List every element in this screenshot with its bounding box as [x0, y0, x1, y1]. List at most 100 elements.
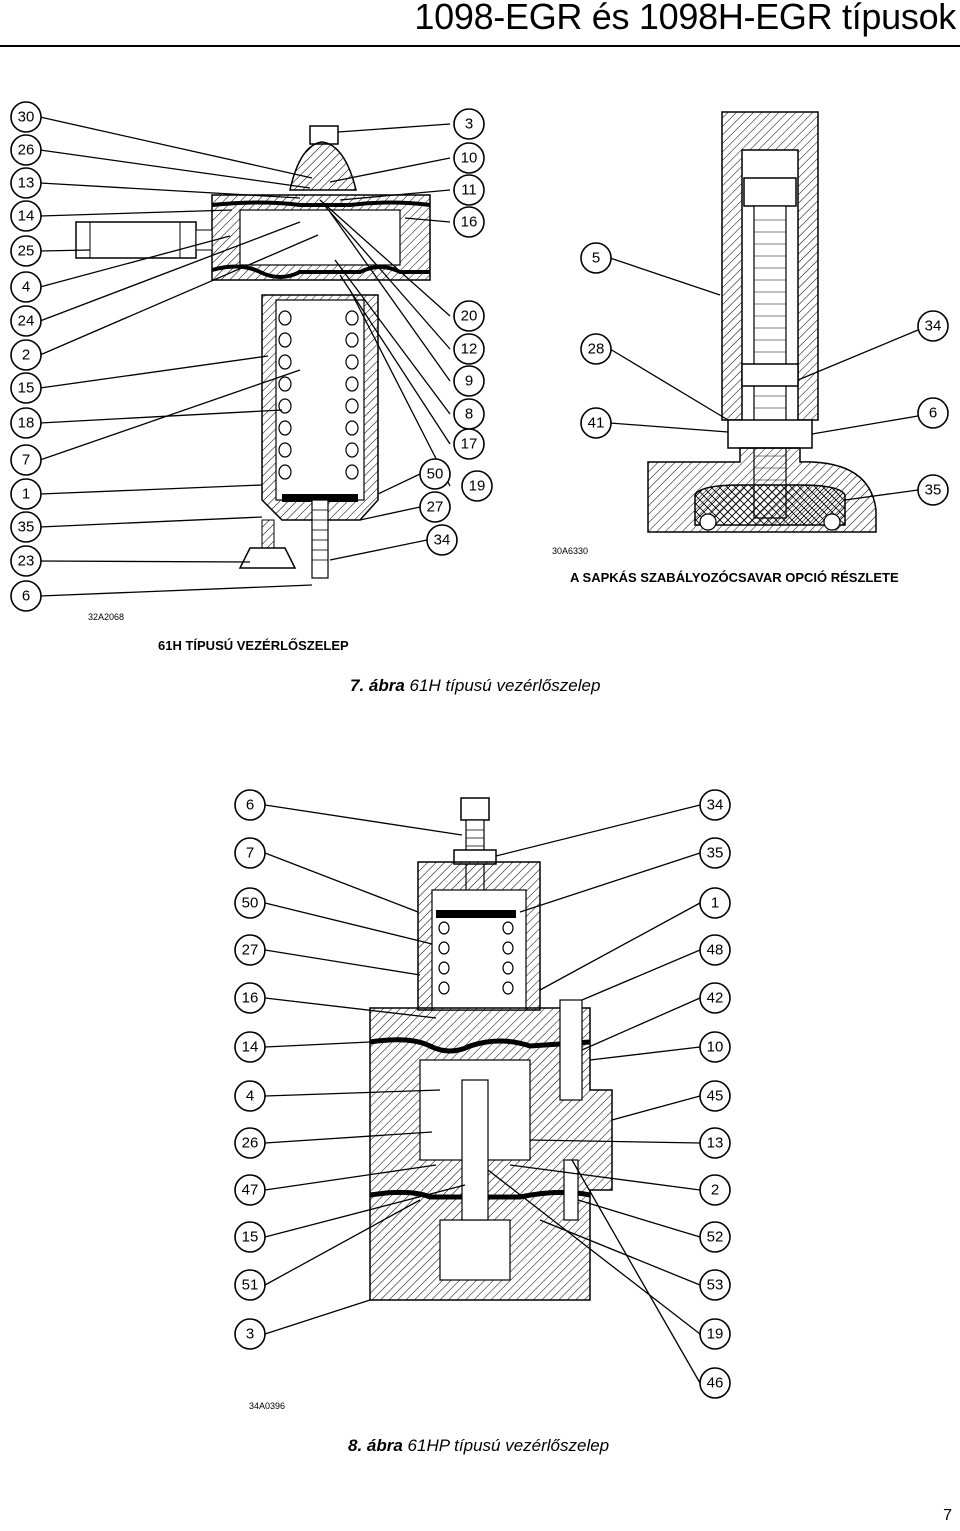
- callout-f8-r-11: 19: [699, 1318, 731, 1350]
- fig7-callouts-right: 3 10 11 16 20 12 9 8 17 19: [453, 108, 493, 502]
- callout-f8-r-3: 48: [699, 934, 731, 966]
- callout-f7-l-10: 7: [10, 444, 42, 476]
- fig7-leaders-left: [39, 116, 319, 597]
- fig8-callouts-left: 6 7 50 27 16 14 4 26 47 15 51 3: [234, 789, 266, 1350]
- callout-f8-l-11: 3: [234, 1318, 266, 1350]
- svg-text:6: 6: [929, 405, 937, 422]
- fig7-callouts-inner: 50 27 34: [419, 458, 458, 556]
- callout-f8-r-7: 13: [699, 1127, 731, 1159]
- callout-f7-l-13: 23: [10, 545, 42, 577]
- callout-f8-r-5: 10: [699, 1031, 731, 1063]
- svg-text:15: 15: [242, 1229, 259, 1246]
- svg-text:42: 42: [707, 990, 724, 1007]
- fig7-leaders-right: [319, 123, 451, 561]
- fig7-caption: 7. ábra 61H típusú vezérlőszelep: [350, 676, 600, 696]
- callout-f7-l-6: 24: [10, 305, 42, 337]
- svg-text:35: 35: [925, 482, 942, 499]
- fig7-detail-drawing: [647, 111, 877, 533]
- callout-f7-d-r-2: 35: [917, 474, 949, 506]
- svg-text:6: 6: [246, 797, 254, 814]
- svg-text:45: 45: [707, 1088, 724, 1105]
- callout-f8-l-3: 27: [234, 934, 266, 966]
- fig7-callouts-detail: 5 28 41 34 6 35: [580, 242, 949, 506]
- callout-f7-l-5: 4: [10, 271, 42, 303]
- callout-f7-d-l-2: 41: [580, 407, 612, 439]
- svg-text:13: 13: [18, 175, 35, 192]
- callout-f8-r-0: 34: [699, 789, 731, 821]
- fig7-detail-caption: A SAPKÁS SZABÁLYOZÓCSAVAR OPCIÓ RÉSZLETE: [570, 570, 899, 585]
- svg-text:16: 16: [461, 214, 478, 231]
- svg-text:7: 7: [246, 845, 254, 862]
- callout-f8-r-10: 53: [699, 1269, 731, 1301]
- svg-text:25: 25: [18, 243, 35, 260]
- callout-f8-r-1: 35: [699, 837, 731, 869]
- svg-text:28: 28: [588, 341, 605, 358]
- svg-text:2: 2: [711, 1182, 719, 1199]
- svg-text:46: 46: [707, 1375, 724, 1392]
- callout-f8-l-1: 7: [234, 837, 266, 869]
- callout-f8-r-9: 52: [699, 1221, 731, 1253]
- callout-f7-i-2: 34: [426, 524, 458, 556]
- svg-text:9: 9: [465, 373, 473, 390]
- callout-f8-r-12: 46: [699, 1367, 731, 1399]
- callout-f7-i-0: 50: [419, 458, 451, 490]
- svg-text:6: 6: [22, 588, 30, 605]
- callout-f7-d-r-0: 34: [917, 310, 949, 342]
- callout-f8-l-10: 51: [234, 1269, 266, 1301]
- svg-text:48: 48: [707, 942, 724, 959]
- svg-text:4: 4: [22, 279, 30, 296]
- page-number: 7: [943, 1507, 952, 1524]
- svg-text:18: 18: [18, 415, 35, 432]
- svg-text:1: 1: [22, 486, 30, 503]
- callout-f7-r-6: 9: [453, 365, 485, 397]
- fig8-caption: 8. ábra 61HP típusú vezérlőszelep: [348, 1436, 609, 1456]
- callout-f7-r-2: 11: [453, 174, 485, 206]
- callout-f7-l-2: 13: [10, 167, 42, 199]
- callout-f7-r-8: 17: [453, 428, 485, 460]
- svg-text:7: 7: [22, 452, 30, 469]
- svg-text:15: 15: [18, 380, 35, 397]
- svg-text:35: 35: [18, 519, 35, 536]
- title-rule: [0, 45, 960, 47]
- callout-f7-r-4: 20: [453, 300, 485, 332]
- callout-f8-r-4: 42: [699, 982, 731, 1014]
- svg-text:12: 12: [461, 341, 478, 358]
- fig7-caption-text: 61H típusú vezérlőszelep: [409, 676, 601, 695]
- fig7-valve-drawing: [75, 125, 431, 579]
- callout-f7-l-4: 25: [10, 235, 42, 267]
- callout-f7-d-r-1: 6: [917, 397, 949, 429]
- fig8-callouts-right: 34 35 1 48 42 10 45 13 2 52 53 19 46: [699, 789, 731, 1399]
- fig7-main-caption: 61H TÍPUSÚ VEZÉRLŐSZELEP: [158, 638, 349, 653]
- svg-text:14: 14: [242, 1039, 259, 1056]
- callout-f8-l-8: 47: [234, 1174, 266, 1206]
- callout-f8-l-9: 15: [234, 1221, 266, 1253]
- svg-text:50: 50: [427, 466, 444, 483]
- page-title: 1098-EGR és 1098H-EGR típusok: [414, 0, 956, 37]
- svg-text:20: 20: [461, 308, 478, 325]
- fig7-caption-number: 7. ábra: [350, 676, 405, 695]
- callout-f8-r-2: 1: [699, 887, 731, 919]
- svg-text:13: 13: [707, 1135, 724, 1152]
- callout-f7-r-3: 16: [453, 206, 485, 238]
- svg-text:2: 2: [22, 347, 30, 364]
- callout-f7-r-5: 12: [453, 333, 485, 365]
- fig7-main-drawing-code: 32A2068: [88, 612, 125, 622]
- svg-text:10: 10: [461, 150, 478, 167]
- fig8-drawing-code: 34A0396: [249, 1401, 286, 1411]
- callout-f7-l-0: 30: [10, 101, 42, 133]
- svg-text:27: 27: [242, 942, 259, 959]
- callout-f7-l-3: 14: [10, 200, 42, 232]
- fig7-detail-drawing-code: 30A6330: [552, 546, 589, 556]
- svg-text:27: 27: [427, 499, 444, 516]
- callout-f7-d-l-1: 28: [580, 333, 612, 365]
- callout-f7-r-7: 8: [453, 398, 485, 430]
- svg-text:19: 19: [707, 1326, 724, 1343]
- callout-f7-d-l-0: 5: [580, 242, 612, 274]
- fig7-detail-leaders: [609, 257, 919, 501]
- svg-text:30: 30: [18, 109, 35, 126]
- callout-f7-l-11: 1: [10, 478, 42, 510]
- svg-text:26: 26: [18, 142, 35, 159]
- fig8-leaders: [264, 804, 701, 1384]
- callout-f8-l-7: 26: [234, 1127, 266, 1159]
